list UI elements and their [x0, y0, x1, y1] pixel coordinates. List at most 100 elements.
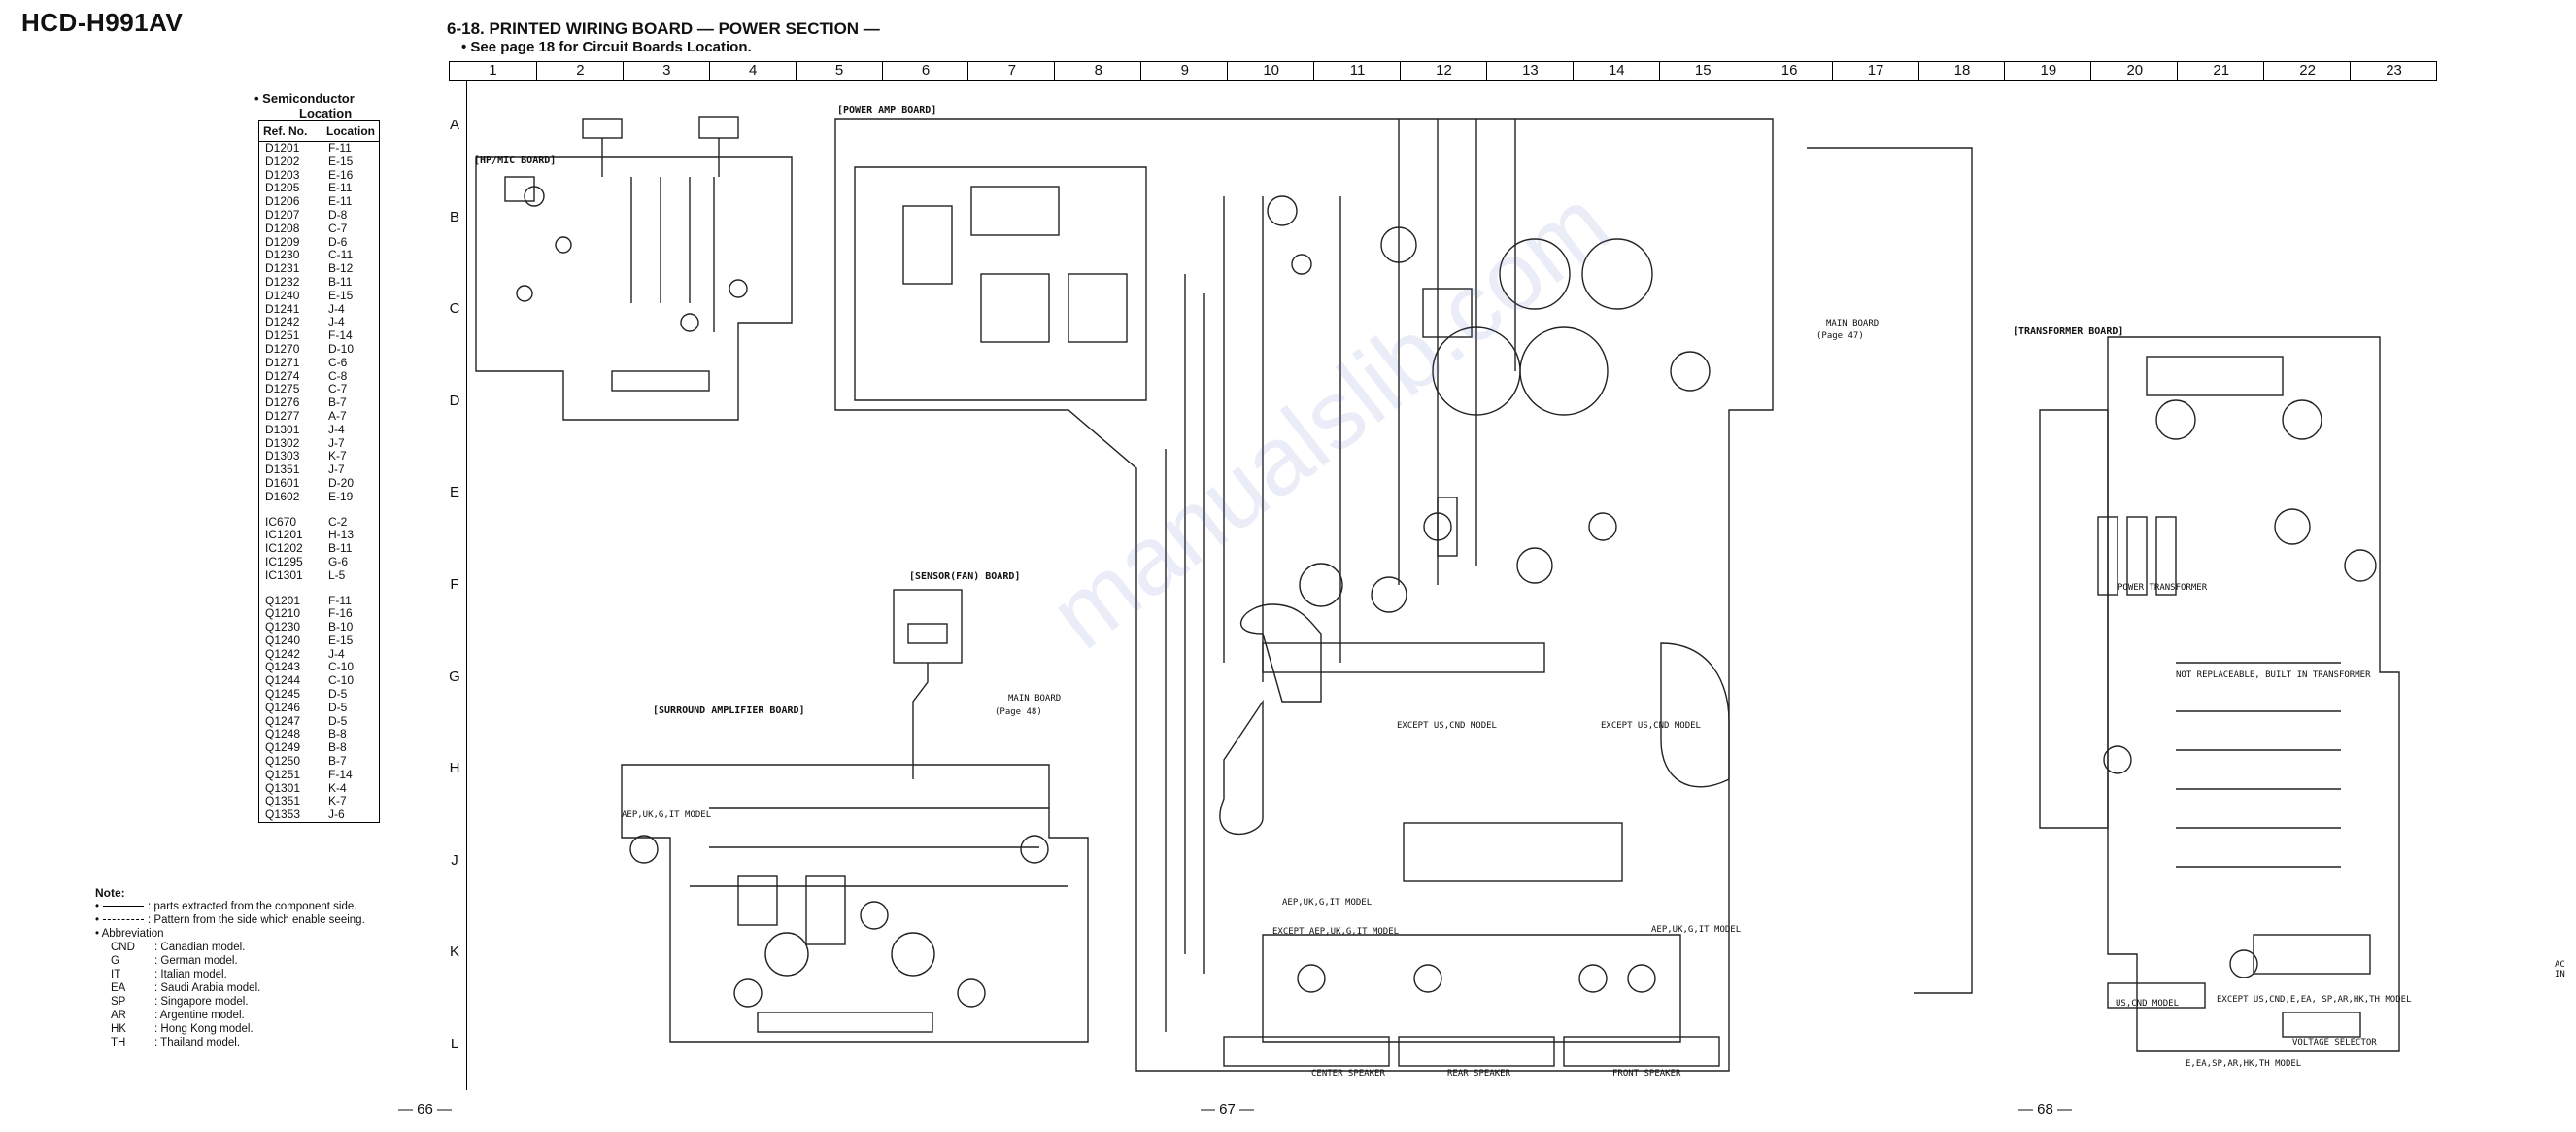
- ref-no-cell: Q1249: [258, 740, 322, 756]
- abbreviation-code: HK: [111, 1023, 126, 1035]
- ref-no-cell: D1205: [258, 182, 322, 196]
- location-cell: C-6: [328, 355, 348, 369]
- grid-column-label: 4: [708, 62, 797, 80]
- note-component-side: •: parts extracted from the component si…: [95, 901, 357, 912]
- hp-mic-board-outline: [475, 116, 793, 421]
- abbreviation-code: AR: [111, 1010, 126, 1021]
- ref-no-cell: D1201: [258, 141, 322, 155]
- location-cell: J-4: [328, 422, 345, 436]
- abbreviation-item: CND: Canadian model.: [95, 941, 365, 954]
- spacer-cell: [322, 504, 380, 516]
- grid-row-label: A: [449, 117, 459, 134]
- grid-row-label: H: [449, 760, 460, 777]
- front-speaker-label: FRONT SPEAKER: [1612, 1069, 1681, 1079]
- ref-no-cell: D1276: [258, 395, 322, 410]
- location-cell: E-11: [328, 181, 353, 195]
- solid-line-icon: [103, 906, 145, 908]
- grid-row-label: B: [449, 208, 459, 225]
- location-cell: J-4: [328, 301, 345, 316]
- page-number-66: — 66 —: [398, 1101, 453, 1117]
- ref-no-cell: D1251: [258, 328, 322, 343]
- location-cell: B-7: [328, 395, 347, 410]
- location-cell: F-16: [328, 606, 353, 621]
- ref-no-cell: D1601: [258, 476, 322, 491]
- main-board-2-label: MAIN BOARD: [1008, 694, 1062, 703]
- spacer-cell: [258, 503, 322, 516]
- location-cell: J-7: [328, 435, 345, 450]
- ref-no-cell: Q1247: [258, 714, 322, 729]
- model-title: HCD-H991AV: [21, 8, 184, 37]
- note-pattern-side: •: Pattern from the side which enable se…: [95, 914, 365, 926]
- location-cell: F-11: [328, 593, 352, 607]
- table-row: Q1242 J-4: [258, 646, 380, 662]
- grid-column-label: 1: [489, 62, 497, 79]
- abbreviation-meaning: : Argentine model.: [154, 1010, 245, 1021]
- location-cell: C-10: [328, 660, 355, 674]
- e-ea-sp-model-label: E,EA,SP,AR,HK,TH MODEL: [2186, 1059, 2302, 1069]
- us-cnd-model-label: US,CND MODEL: [2116, 999, 2180, 1009]
- ref-no-cell: D1203: [258, 168, 322, 183]
- location-cell: C-2: [328, 514, 348, 529]
- surround-board-label: [SURROUND AMPLIFIER BOARD]: [653, 705, 805, 716]
- center-speaker-label: CENTER SPEAKER: [1311, 1069, 1385, 1079]
- grid-row-label: J: [451, 851, 458, 869]
- dashed-line-icon: [103, 919, 145, 921]
- location-cell: D-6: [328, 234, 348, 249]
- location-cell: F-14: [328, 328, 353, 343]
- abbreviation-meaning: : German model.: [154, 955, 238, 967]
- abbreviation-item: G: German model.: [95, 954, 365, 968]
- abbreviation-meaning: : Thailand model.: [154, 1037, 241, 1048]
- abbreviation-meaning: : Italian model.: [154, 969, 227, 980]
- grid-column-label: 7: [967, 62, 1055, 80]
- table-row: D1201 F-11: [258, 141, 380, 155]
- location-cell: D-20: [328, 475, 355, 490]
- except-aep-label: EXCEPT AEP,UK,G,IT MODEL: [1272, 927, 1400, 937]
- grid-column-label: 3: [622, 62, 710, 80]
- grid-column-label: 22: [2263, 62, 2351, 80]
- except-us-cnd-ea-label: EXCEPT US,CND,E,EA, SP,AR,HK,TH MODEL: [2217, 995, 2412, 1005]
- abbreviation-item: SP: Singapore model.: [95, 995, 365, 1009]
- col-ref: Ref. No.: [258, 120, 322, 142]
- transformer-board-label: [TRANSFORMER BOARD]: [2013, 326, 2124, 337]
- abbreviation-item: TH : Thailand model.: [95, 1036, 365, 1049]
- abbreviation-code: TH: [111, 1037, 126, 1048]
- abbreviation-meaning: : Canadian model.: [154, 942, 246, 953]
- table-row: D1205 E-11: [258, 181, 380, 196]
- location-cell: F-11: [328, 141, 352, 154]
- location-cell: B-10: [328, 620, 354, 635]
- abbreviation-item: HK: Hong Kong model.: [95, 1022, 365, 1036]
- abbreviation-item: AR : Argentine model.: [95, 1009, 365, 1022]
- location-cell: E-19: [328, 489, 354, 503]
- ref-no-cell: D1270: [258, 342, 322, 357]
- ac-in-label: AC IN: [2555, 960, 2565, 979]
- aep-model-label-3: AEP,UK,G,IT MODEL: [1651, 925, 1742, 935]
- group-spacer: [258, 503, 380, 516]
- ref-no-cell: Q1250: [258, 754, 322, 769]
- main-board-1-label: MAIN BOARD: [1826, 319, 1880, 328]
- ref-no-cell: Q1244: [258, 673, 322, 689]
- ref-no-cell: Q1242: [258, 647, 322, 662]
- location-cell: F-14: [328, 767, 353, 781]
- location-cell: D-5: [328, 687, 348, 702]
- notes: Note: •: parts extracted from the compon…: [95, 886, 365, 1049]
- location-cell: J-4: [328, 315, 345, 329]
- sensor-board-outline: [893, 589, 963, 779]
- location-cell: J-4: [328, 646, 345, 661]
- grid-column-label: 23: [2350, 62, 2437, 80]
- abbreviation-code: IT: [111, 969, 121, 980]
